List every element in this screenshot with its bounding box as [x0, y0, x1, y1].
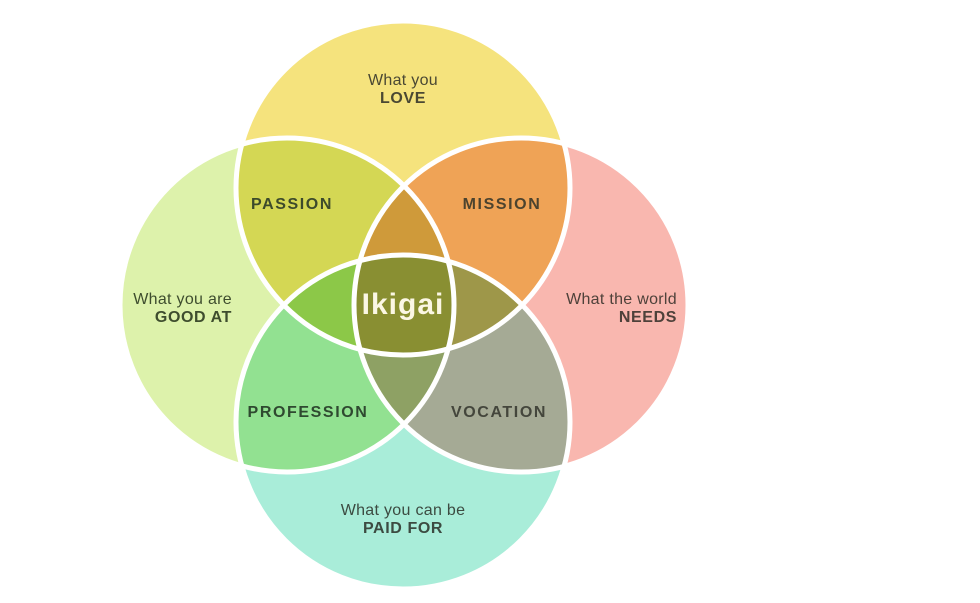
paid-for-label-line1: What you can be [340, 502, 466, 519]
love-label-line1: What you [368, 72, 438, 89]
good-at-label-line1: What you are [133, 291, 232, 308]
circle-good-at-outline [117, 135, 457, 475]
love-label: What you LOVE [368, 72, 438, 108]
needs-label-line1: What the world [566, 291, 677, 308]
vocation-label: VOCATION [450, 404, 548, 421]
good-at-label: What you are GOOD AT [133, 291, 232, 327]
circle-needs-outline [351, 135, 691, 475]
ikigai-center-label: Ikigai [361, 288, 445, 321]
circle-paid-for-outline [233, 252, 573, 592]
needs-label: What the world NEEDS [566, 291, 677, 327]
paid-for-label-line2: PAID FOR [362, 520, 444, 537]
paid-for-label: What you can be PAID FOR [341, 502, 466, 538]
passion-label: PASSION [250, 196, 334, 213]
profession-label: PROFESSION [247, 404, 369, 421]
love-label-line2: LOVE [380, 90, 426, 107]
good-at-label-line2: GOOD AT [154, 309, 232, 326]
mission-label: MISSION [462, 196, 542, 213]
needs-label-line2: NEEDS [618, 309, 677, 326]
circle-love-outline [233, 18, 573, 358]
